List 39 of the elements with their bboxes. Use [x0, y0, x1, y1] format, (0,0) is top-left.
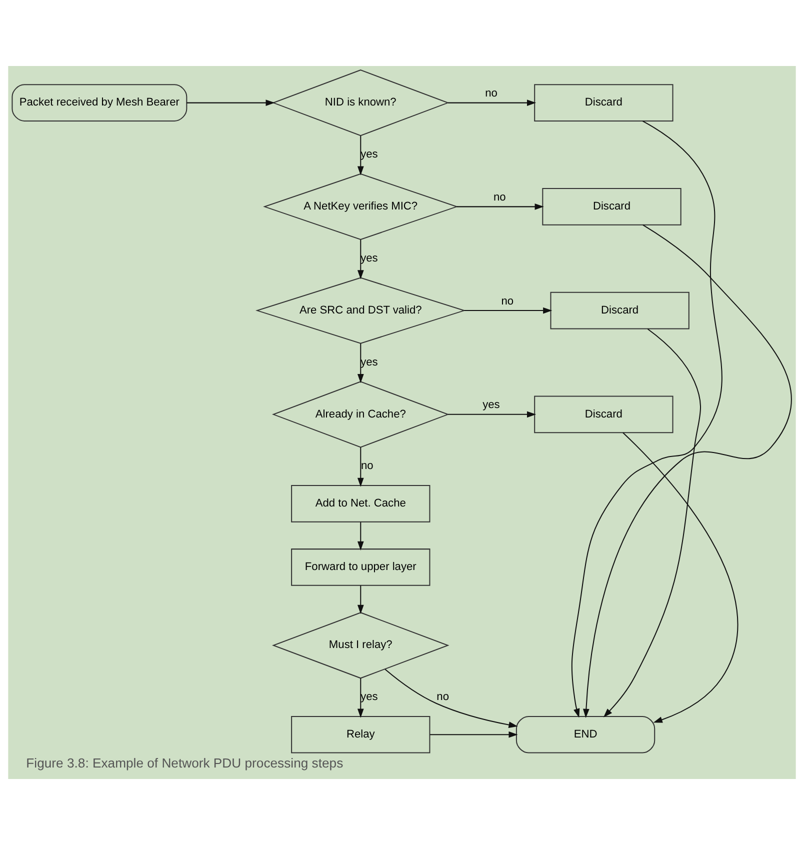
edge-label: yes	[482, 398, 500, 411]
node-box: Discard	[550, 291, 690, 329]
edge-label: no	[361, 460, 374, 472]
arrow	[582, 224, 792, 718]
node-box: Packet received by Mesh Bearer	[12, 84, 188, 121]
node-box: Discard	[534, 395, 674, 433]
arrow	[357, 522, 364, 550]
arrow	[622, 432, 738, 722]
node-diamond: Already in Cache?	[272, 380, 450, 448]
arrow	[357, 135, 364, 175]
arrow	[456, 203, 544, 210]
node-box: Add to Net. Cache	[291, 484, 430, 522]
arrow	[357, 446, 364, 486]
arrow	[430, 730, 518, 738]
edge-label: no	[501, 294, 514, 307]
arrow	[603, 328, 701, 717]
edge-label: no	[436, 690, 449, 703]
node-box: Discard	[534, 84, 674, 121]
node-diamond: Are SRC and DST valid?	[255, 276, 466, 344]
arrow	[357, 239, 364, 279]
arrow	[357, 343, 364, 383]
arrow	[357, 585, 364, 614]
edge-label: no	[493, 190, 506, 203]
arrow	[384, 668, 518, 728]
arrow	[357, 678, 364, 718]
node-diamond: Must I relay?	[272, 612, 450, 678]
arrow	[571, 120, 722, 718]
node-box: Forward to upper layer	[291, 548, 430, 586]
arrow	[186, 99, 275, 106]
arrow	[464, 306, 552, 314]
caption: Figure 3.8: Example of Network PDU processing steps	[26, 754, 344, 770]
node-box: Discard	[542, 188, 682, 225]
arrow	[448, 410, 536, 418]
node-diamond: A NetKey verifies MIC?	[263, 172, 458, 240]
arrow	[448, 99, 536, 106]
node-box: Relay	[291, 715, 430, 753]
node-box: END	[516, 715, 656, 753]
edge-label: no	[485, 87, 498, 100]
node-diamond: NID is known?	[272, 69, 450, 136]
